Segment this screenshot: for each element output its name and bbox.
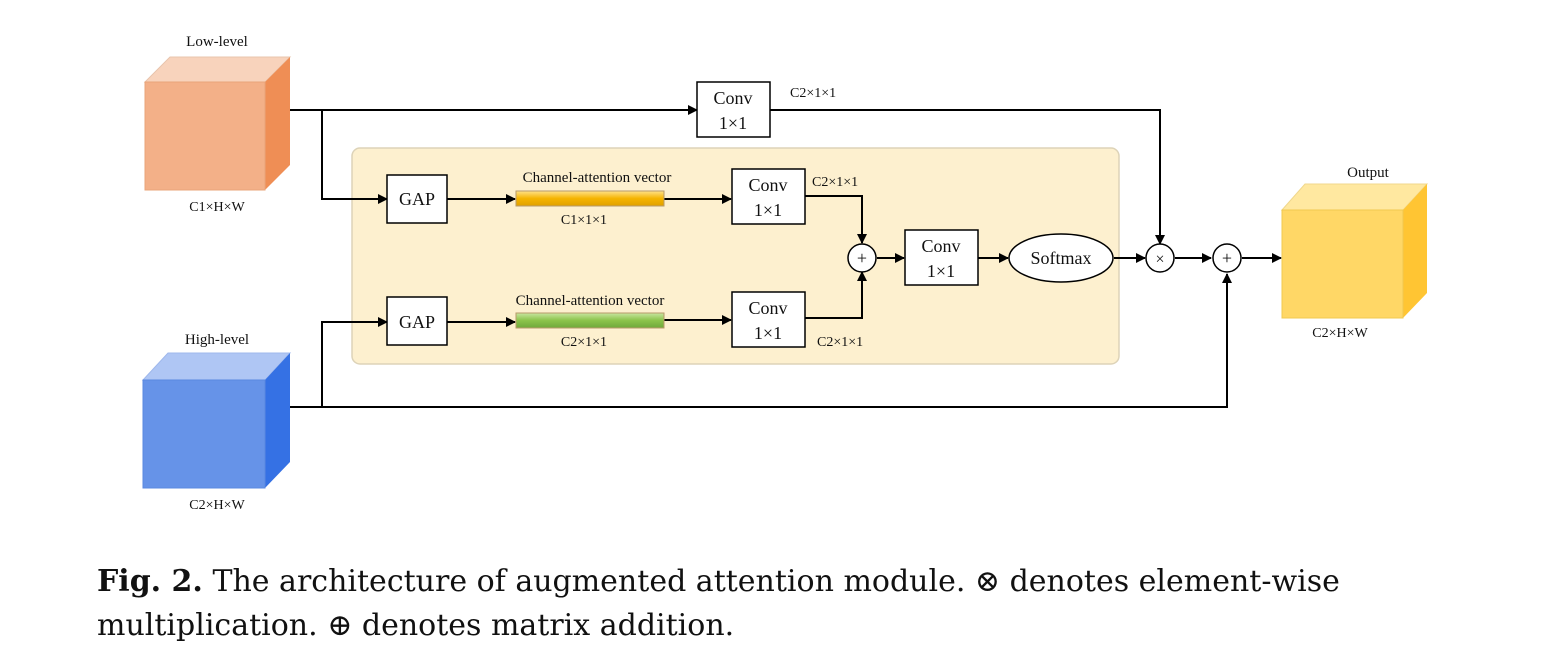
output-cube — [1280, 183, 1429, 319]
edge-conv2-to-add1 — [805, 271, 867, 319]
output-dims: C2×H×W — [1312, 326, 1368, 341]
caption-label: Fig. 2. — [97, 564, 203, 599]
top-conv-dims: C2×1×1 — [790, 86, 836, 101]
lower-conv-box — [731, 291, 806, 348]
edge-low-to-gap1 — [321, 110, 388, 204]
figure-caption: Fig. 2. The architecture of augmented at… — [97, 560, 1497, 648]
fuse-conv-line1: Conv — [921, 236, 960, 256]
lower-conv-line2: 1×1 — [754, 323, 782, 343]
edge-high-to-gap2 — [290, 317, 388, 408]
add-op-2 — [1212, 243, 1242, 273]
upper-attention-vector — [515, 190, 665, 207]
add-op-1-symbol: + — [857, 248, 867, 268]
lower-vector-label: Channel-attention vector — [516, 293, 665, 309]
multiply-op-symbol: × — [1155, 251, 1164, 268]
upper-vector-label: Channel-attention vector — [523, 170, 672, 186]
low-level-title: Low-level — [186, 34, 248, 50]
multiply-op — [1145, 243, 1175, 273]
caption-text: The architecture of augmented attention … — [97, 564, 1340, 643]
edge-high-to-add2 — [322, 273, 1232, 408]
low-level-dims: C1×H×W — [189, 200, 245, 215]
fuse-conv-line2: 1×1 — [927, 261, 955, 281]
upper-vector-dims: C1×1×1 — [561, 213, 607, 228]
high-level-dims: C2×H×W — [189, 498, 245, 513]
low-level-cube — [143, 56, 292, 191]
lower-attention-vector — [515, 312, 665, 329]
upper-conv-box — [731, 168, 806, 225]
top-conv-line1: Conv — [713, 88, 752, 108]
high-level-cube — [141, 352, 292, 489]
lower-gap-box — [386, 296, 448, 346]
add-op-2-symbol: + — [1222, 248, 1232, 268]
top-conv-box — [696, 81, 771, 138]
lower-vector-dims: C2×1×1 — [561, 335, 607, 350]
upper-gap-box — [386, 174, 448, 224]
softmax-label: Softmax — [1031, 248, 1092, 268]
upper-gap-label: GAP — [399, 189, 435, 209]
softmax-node — [1008, 233, 1114, 283]
output-title: Output — [1347, 165, 1390, 181]
edge-topconv-to-multiply — [770, 109, 1165, 245]
upper-conv-dims: C2×1×1 — [812, 175, 858, 190]
add-op-1 — [847, 243, 877, 273]
upper-conv-line2: 1×1 — [754, 200, 782, 220]
edge-conv1-to-add1 — [805, 195, 867, 244]
architecture-diagram: Low-level C1×H×W High-level C2×H×W Outpu… — [141, 34, 1429, 513]
fuse-conv-box — [904, 229, 979, 286]
high-level-title: High-level — [185, 332, 249, 348]
lower-conv-line1: Conv — [748, 298, 787, 318]
lower-conv-dims: C2×1×1 — [817, 335, 863, 350]
lower-gap-label: GAP — [399, 312, 435, 332]
upper-conv-line1: Conv — [748, 175, 787, 195]
top-conv-line2: 1×1 — [719, 113, 747, 133]
